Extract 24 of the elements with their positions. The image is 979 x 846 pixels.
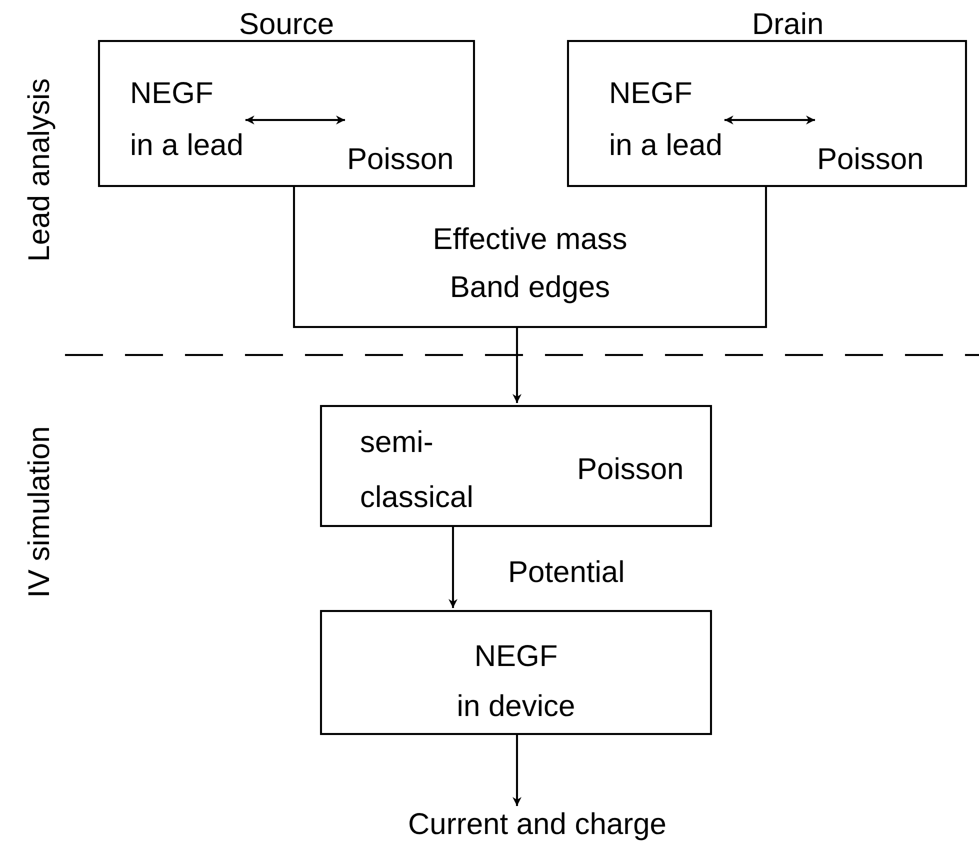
column-heading: Source	[239, 8, 334, 42]
box-text: NEGF	[474, 640, 558, 673]
arrow	[448, 527, 458, 608]
node-text: Poisson	[817, 143, 924, 177]
box-text: in device	[456, 690, 576, 723]
process-box	[320, 405, 712, 527]
node-text: NEGF in a lead	[130, 68, 244, 172]
column-heading: Drain	[752, 8, 824, 42]
arrow	[245, 116, 345, 124]
process-box	[293, 187, 767, 328]
node-text: Poisson	[577, 453, 684, 487]
section-label: IV simulation	[23, 426, 57, 598]
arrow	[724, 116, 815, 124]
node-text: Current and charge	[408, 808, 666, 842]
box-text: Band edges	[450, 271, 610, 304]
node-text: Poisson	[347, 143, 454, 177]
process-box	[320, 610, 712, 735]
box-text: Effective mass	[432, 223, 628, 256]
edge-label: Potential	[508, 556, 625, 590]
arrow	[512, 328, 522, 403]
section-label: Lead analysis	[23, 78, 57, 262]
node-text: NEGF in a lead	[609, 68, 722, 172]
node-text: semi- classical	[360, 415, 490, 525]
arrow	[512, 735, 522, 806]
